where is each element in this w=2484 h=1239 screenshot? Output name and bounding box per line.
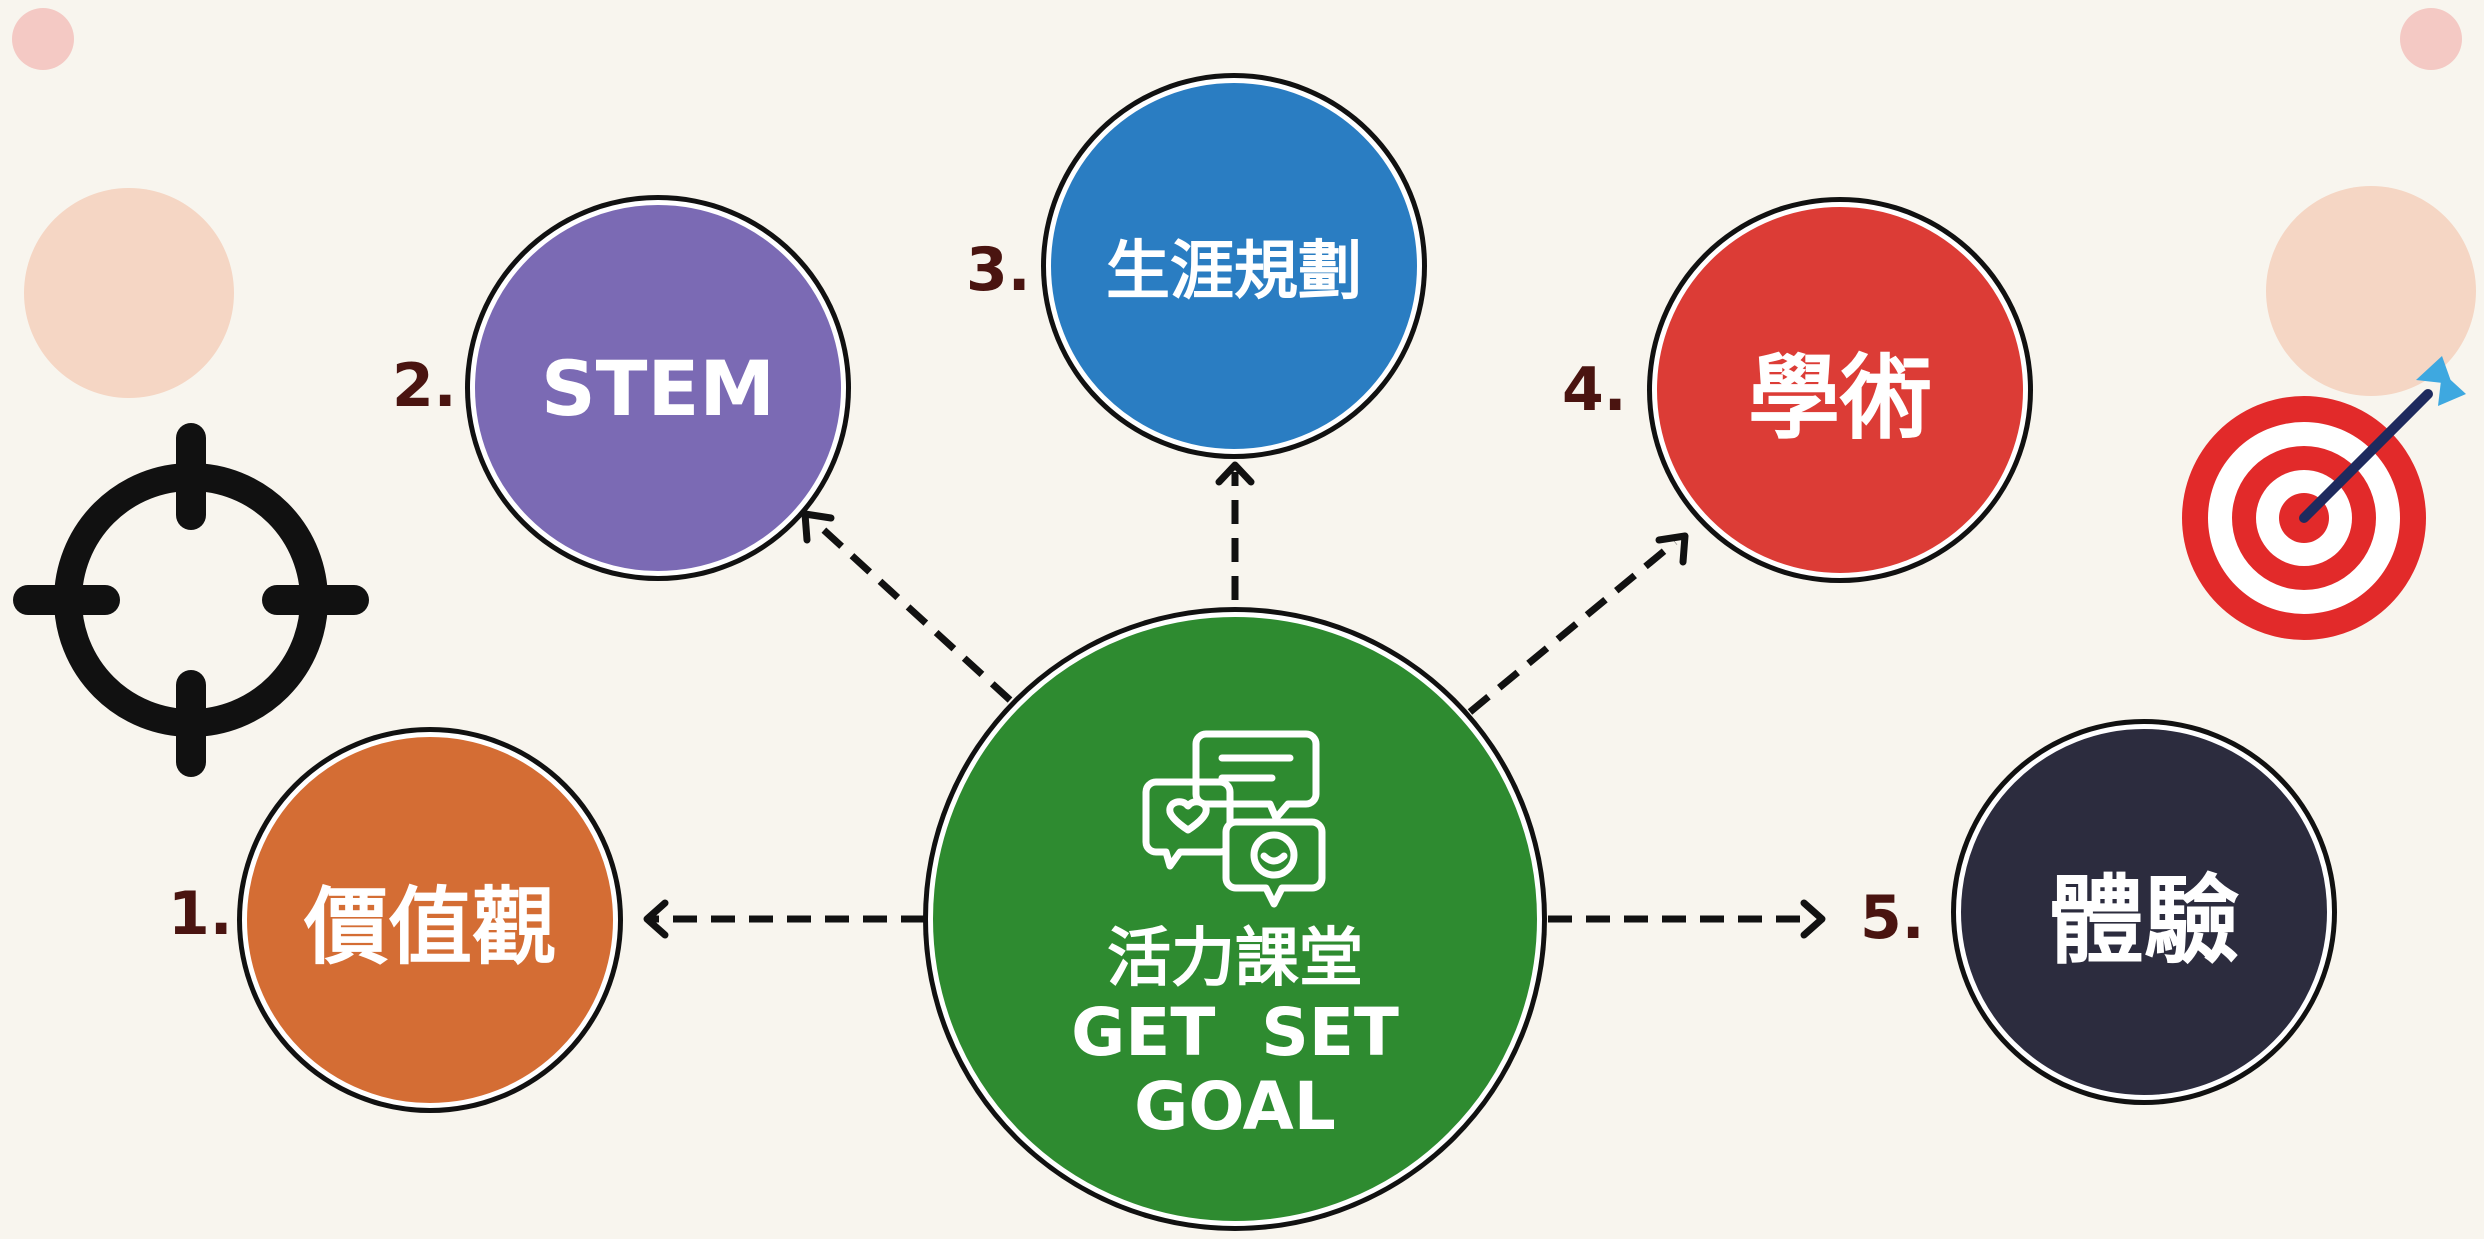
dartboard-target-icon [2182, 356, 2466, 640]
arrow-to-stem [812, 519, 1013, 703]
node-experience: 體驗 [1956, 724, 2332, 1100]
node-number-4: 4. [1562, 355, 1627, 425]
node-number-5: 5. [1860, 883, 1925, 953]
center-node-get-set-goal: 活力課堂 GET SET GOAL [928, 612, 1542, 1226]
arrowhead-stem [801, 510, 835, 544]
chat-bubbles-icon [1142, 730, 1326, 908]
center-title-zh: 活力課堂 [1107, 922, 1363, 997]
node-career-planning: 生涯規劃 [1046, 78, 1422, 454]
center-title-line3: GOAL [1134, 1068, 1336, 1146]
node-values: 價值觀 [242, 732, 618, 1108]
center-title-line2: GET SET [1071, 993, 1399, 1071]
node-career-planning-label: 生涯規劃 [1106, 235, 1362, 309]
node-experience-label: 體驗 [2048, 864, 2240, 977]
decor-dot-top-left [12, 8, 74, 70]
node-number-3: 3. [966, 235, 1031, 305]
node-academic: 學術 [1652, 202, 2028, 578]
arrowhead-values [643, 899, 669, 939]
arrowhead-experience [1800, 899, 1826, 939]
crosshair-icon [13, 423, 369, 777]
node-number-1: 1. [168, 879, 233, 949]
arrowhead-career [1215, 461, 1255, 486]
decor-dot-top-right [2400, 8, 2462, 70]
node-number-2: 2. [392, 351, 457, 421]
node-academic-label: 學術 [1747, 344, 1932, 452]
center-content: 活力課堂 GET SET GOAL [1071, 724, 1399, 1144]
node-values-label: 價值觀 [303, 877, 556, 976]
decor-circle-left [24, 188, 234, 398]
node-stem: STEM [470, 200, 846, 576]
arrowhead-academic [1655, 532, 1689, 566]
arrow-to-academic [1467, 539, 1678, 715]
node-stem-label: STEM [540, 343, 776, 433]
